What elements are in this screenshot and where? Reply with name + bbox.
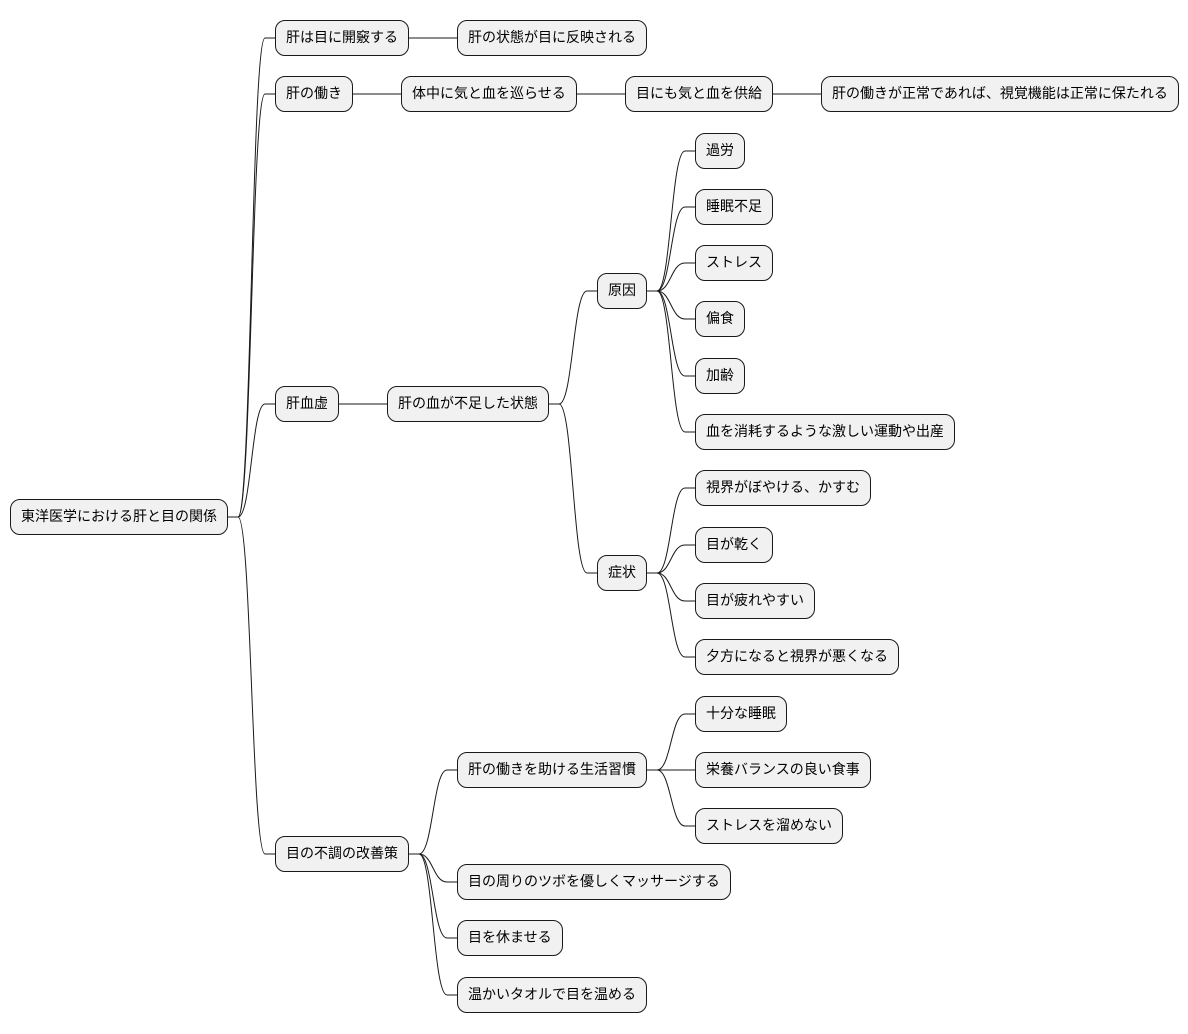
connector-n-sym1	[647, 544, 695, 574]
cause-lack-of-sleep: 睡眠不足	[695, 189, 773, 225]
connector-n-b1	[228, 93, 275, 518]
cause-aging: 加齢	[695, 358, 745, 394]
habit-sufficient-sleep: 十分な睡眠	[695, 696, 787, 732]
symptom-blurry-vision: 視界がぼやける、かすむ	[695, 470, 871, 506]
remedy-warm-towel: 温かいタオルで目を温める	[457, 977, 647, 1013]
symptom-evening-vision: 夕方になると視界が悪くなる	[695, 639, 899, 675]
connector-n-b0	[228, 37, 275, 518]
connector-n-sym	[549, 403, 597, 574]
connector-n-b3	[228, 516, 275, 855]
connector-n-cause2	[647, 262, 695, 292]
connector-n-b3c3	[409, 853, 457, 996]
branch-eye-remedies: 目の不調の改善策	[275, 836, 409, 872]
cause-exercise-childbirth: 血を消耗するような激しい運動や出産	[695, 414, 955, 450]
node-symptoms: 症状	[597, 555, 647, 591]
connector-n-cause0	[647, 150, 695, 292]
connector-n-hab0	[647, 713, 695, 771]
cause-unbalanced-diet: 偏食	[695, 301, 745, 337]
node-liver-state-reflected: 肝の状態が目に反映される	[457, 20, 647, 56]
symptom-dry-eyes: 目が乾く	[695, 527, 773, 563]
cause-overwork: 過労	[695, 133, 745, 169]
connector-n-b3c2	[409, 853, 457, 939]
connector-n-cause4	[647, 290, 695, 377]
connector-n-hab	[409, 769, 457, 855]
root-node: 東洋医学における肝と目の関係	[10, 499, 228, 535]
connector-n-hab2	[647, 769, 695, 827]
remedy-acupoint-massage: 目の周りのツボを優しくマッサージする	[457, 864, 731, 900]
habit-balanced-diet: 栄養バランスの良い食事	[695, 752, 871, 788]
symptom-eye-fatigue: 目が疲れやすい	[695, 583, 815, 619]
node-causes: 原因	[597, 273, 647, 309]
node-supply-eyes: 目にも気と血を供給	[625, 76, 773, 112]
branch-liver-function: 肝の働き	[275, 76, 353, 112]
branch-liver-blood-deficiency: 肝血虚	[275, 386, 339, 422]
connector-n-sym0	[647, 487, 695, 574]
node-lifestyle-habits: 肝の働きを助ける生活習慣	[457, 752, 647, 788]
connector-n-cause5	[647, 290, 695, 433]
habit-avoid-stress: ストレスを溜めない	[695, 808, 843, 844]
branch-liver-opens-to-eyes: 肝は目に開竅する	[275, 20, 409, 56]
connector-n-b3c1	[409, 853, 457, 883]
node-vision-normal: 肝の働きが正常であれば、視覚機能は正常に保たれる	[821, 76, 1179, 112]
node-circulate-qi-blood: 体中に気と血を巡らせる	[401, 76, 577, 112]
connector-n-cause3	[647, 290, 695, 320]
cause-stress: ストレス	[695, 245, 773, 281]
connector-n-sym3	[647, 572, 695, 658]
remedy-rest-eyes: 目を休ませる	[457, 920, 563, 956]
connector-n-cause1	[647, 206, 695, 292]
connector-n-cause	[549, 290, 597, 405]
connector-n-b2	[228, 403, 275, 518]
node-blood-deficient-state: 肝の血が不足した状態	[387, 386, 549, 422]
connector-n-sym2	[647, 572, 695, 602]
